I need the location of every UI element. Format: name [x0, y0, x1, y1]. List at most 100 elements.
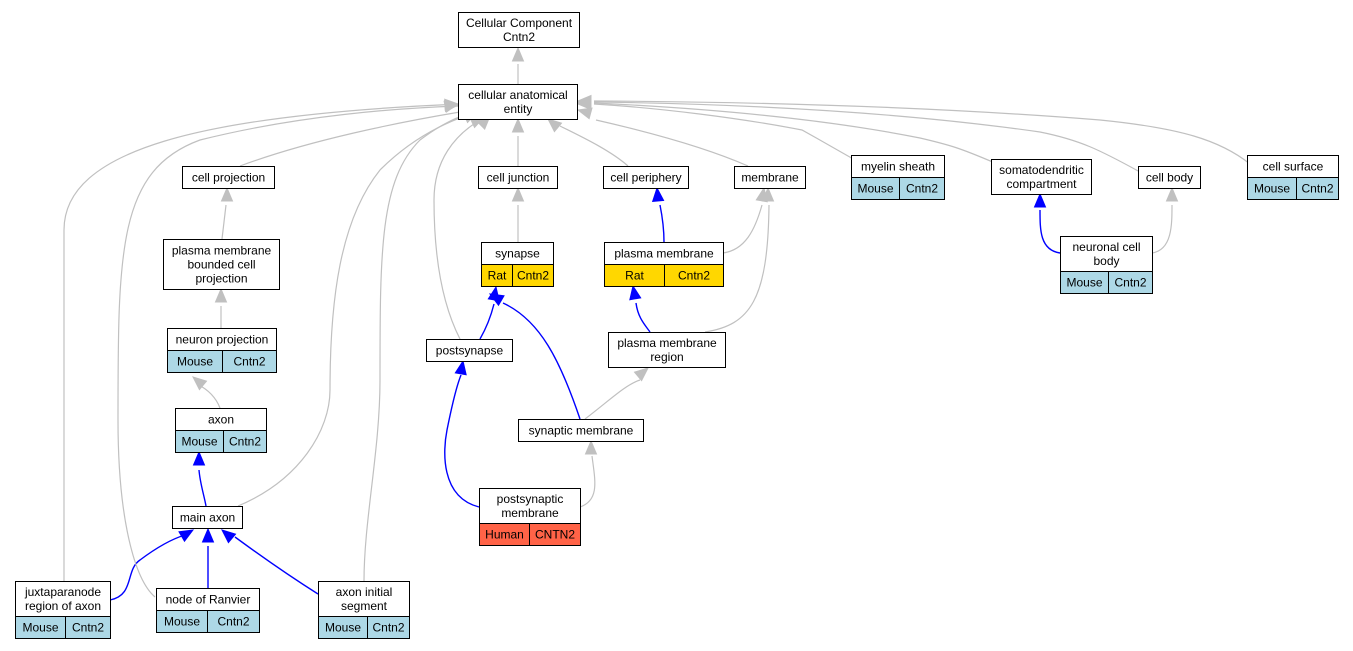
edge-synaptic-membrane-to-synapse — [488, 293, 581, 420]
arrowhead-icon — [454, 359, 467, 376]
edge-postsynapse-to-cae — [433, 115, 491, 340]
gene-cell — [65, 616, 111, 639]
node-postsynapse[interactable]: postsynapse — [426, 339, 513, 362]
edge-main-axon-to-axon — [192, 450, 207, 507]
arrowhead-icon — [629, 284, 642, 301]
node-label-line: compartment — [1006, 177, 1077, 191]
node-label-line: myelin sheath — [861, 160, 935, 174]
node-label-line: Cellular Component — [466, 16, 573, 30]
node-label-line: membrane — [741, 171, 799, 185]
arrowhead-icon — [178, 529, 195, 543]
arrowhead-icon — [761, 186, 775, 202]
edge-membrane-to-cae — [576, 107, 749, 167]
species-label: Rat — [488, 269, 507, 283]
node-label-line: Cntn2 — [503, 30, 535, 44]
edge-cae-to-root — [511, 46, 525, 84]
gene-label: Cntn2 — [1301, 182, 1333, 196]
node-label-box — [1060, 236, 1153, 272]
node-main-axon[interactable]: main axon — [172, 506, 243, 529]
node-label-line: plasma membrane — [172, 244, 272, 258]
node-cell-body[interactable]: cell body — [1138, 166, 1201, 189]
species-label: Mouse — [1254, 182, 1290, 196]
node-label-line: region of axon — [25, 599, 101, 613]
gene-cell — [899, 177, 945, 200]
edge-synaptic-membrane-to-pm-region — [584, 367, 649, 420]
arrowhead-icon — [633, 367, 649, 382]
species-label: Mouse — [177, 355, 213, 369]
node-label-line: juxtaparanode — [24, 585, 101, 599]
arrowhead-icon — [576, 107, 593, 120]
node-label-line: synapse — [495, 247, 540, 261]
gene-cell — [222, 350, 277, 373]
node-label-box — [458, 12, 580, 48]
node-synaptic-membrane[interactable]: synaptic membrane — [518, 419, 644, 442]
arrowhead-icon — [192, 450, 206, 466]
node-label-line: cell projection — [192, 171, 265, 185]
node-label-box — [458, 84, 578, 120]
arrowhead-icon — [221, 529, 237, 544]
node-membrane[interactable]: membrane — [734, 166, 806, 189]
arrowhead-icon — [576, 94, 592, 108]
edge-plasma-membrane-to-membrane — [722, 186, 768, 254]
species-label: Mouse — [1066, 276, 1102, 290]
node-cell-periphery[interactable]: cell periphery — [603, 166, 689, 189]
arrowhead-icon — [192, 376, 208, 391]
gene-label: Cntn2 — [1114, 276, 1146, 290]
node-label-line: somatodendritic — [999, 163, 1084, 177]
edge-axon-to-neuron-projection — [192, 376, 221, 409]
gene-label: CNTN2 — [535, 528, 575, 542]
edge-postsynaptic-membrane-to-postsynapse — [444, 359, 480, 508]
gene-label: Cntn2 — [217, 615, 249, 629]
node-label-box — [608, 332, 726, 368]
node-label-box — [478, 166, 558, 189]
edge-layer — [63, 46, 1251, 601]
arrowhead-icon — [651, 186, 665, 202]
gene-cell — [367, 616, 410, 639]
edge-cell-surface-to-cae — [576, 94, 1251, 165]
edge-myelin-sheath-to-cae — [576, 97, 856, 161]
node-label-line: neuronal cell — [1072, 240, 1140, 254]
edge-pm-region-to-plasma-membrane — [629, 284, 651, 333]
arrowhead-icon — [488, 293, 505, 307]
edge-node-of-ranvier-to-cae — [117, 99, 461, 598]
edge-pm-bounded-to-cell-projection — [220, 186, 234, 240]
arrowhead-icon — [444, 99, 460, 113]
gene-cell — [529, 523, 581, 546]
arrowhead-icon — [1165, 186, 1179, 202]
arrowhead-icon — [214, 287, 228, 303]
node-label-box — [603, 166, 689, 189]
edge-synapse-to-cell-junction — [511, 186, 525, 242]
node-cell-projection[interactable]: cell projection — [182, 166, 275, 189]
node-label-line: body — [1093, 254, 1119, 268]
edge-neuronal-cell-body-to-cell-body — [1151, 186, 1179, 254]
node-cell-junction[interactable]: cell junction — [478, 166, 558, 189]
edge-axon-initial-segment-to-main-axon — [221, 529, 319, 595]
node-label-line: cell surface — [1263, 160, 1324, 174]
arrowhead-icon — [201, 527, 215, 543]
node-label-box — [991, 159, 1092, 195]
gene-cell — [664, 264, 724, 287]
node-label-line: node of Ranvier — [166, 593, 251, 607]
node-label-line: cellular anatomical — [468, 88, 567, 102]
edge-plasma-membrane-to-cell-periphery — [651, 186, 665, 243]
node-label-line: postsynapse — [436, 344, 504, 358]
node-label-line: axon initial — [336, 585, 393, 599]
node-label-box — [1138, 166, 1201, 189]
